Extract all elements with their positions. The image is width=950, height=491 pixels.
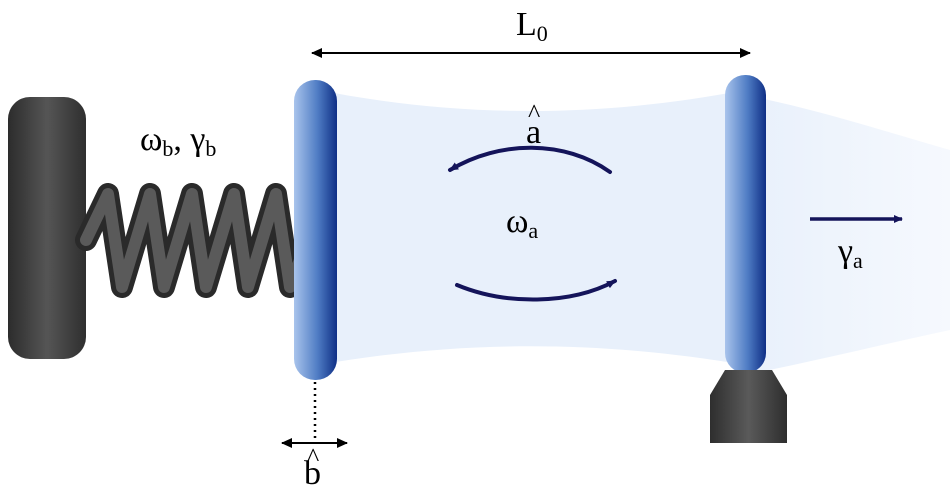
cavity-operator-hat: ^ [528,99,540,128]
mirror-mount [710,370,787,443]
circulation-arrow-top [448,145,612,174]
cavity-frequency-label: ωa [506,203,538,243]
spring [75,183,311,298]
mirror-operator-label: b [304,455,321,491]
mechanical-mode-label: ωb, γb [140,121,216,161]
cavity-length-label: L0 [516,6,548,46]
movable-mirror [294,80,337,380]
fixed-wall [8,97,86,359]
output-mirror [725,75,766,373]
cavity-decay-label: γa [837,233,863,273]
output-beam [745,95,950,375]
mirror-operator-hat: ^ [307,443,319,472]
cavity-operator-label: a [526,114,541,151]
cavity-beam [318,90,745,365]
circulation-arrow-bottom [455,279,617,302]
